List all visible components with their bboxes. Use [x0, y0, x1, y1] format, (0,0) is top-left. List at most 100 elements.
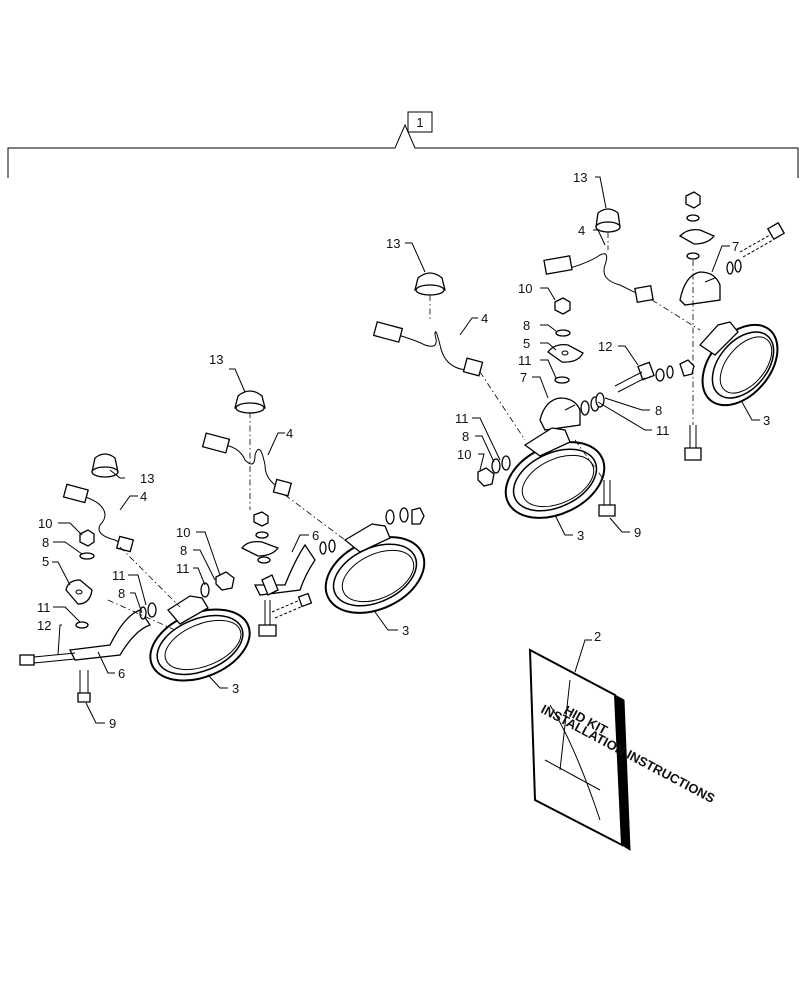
- flat-washer[interactable]: [686, 214, 700, 222]
- bolt[interactable]: [271, 592, 313, 619]
- callout-9[interactable]: 9: [634, 525, 641, 540]
- lock-washer[interactable]: [686, 252, 700, 260]
- hex-nut[interactable]: [477, 467, 495, 487]
- wire-harness[interactable]: [62, 483, 135, 553]
- callout-3[interactable]: 3: [232, 681, 239, 696]
- work-lamp[interactable]: [687, 310, 792, 419]
- callout-11[interactable]: 11: [656, 423, 670, 438]
- flat-washer[interactable]: [385, 509, 395, 525]
- bolt[interactable]: [614, 361, 655, 393]
- callout-8[interactable]: 8: [180, 543, 187, 558]
- callout-11[interactable]: 11: [112, 568, 126, 583]
- callout-10[interactable]: 10: [518, 281, 532, 296]
- callout-4[interactable]: 4: [286, 426, 293, 441]
- callout-4[interactable]: 4: [140, 489, 147, 504]
- callout-13[interactable]: 13: [140, 471, 154, 486]
- flat-washer[interactable]: [655, 368, 665, 382]
- mounting-plate[interactable]: [678, 228, 716, 245]
- callout-13[interactable]: 13: [573, 170, 587, 185]
- lamp-assembly-b: [201, 390, 437, 637]
- kit-callout-1[interactable]: 1: [416, 115, 423, 130]
- callout-7[interactable]: 7: [520, 370, 527, 385]
- flat-washer[interactable]: [491, 458, 501, 474]
- wire-harness[interactable]: [201, 432, 293, 497]
- hex-nut[interactable]: [685, 191, 701, 209]
- mounting-plate[interactable]: [65, 579, 93, 605]
- lock-washer[interactable]: [257, 556, 271, 564]
- callout-4[interactable]: 4: [481, 311, 488, 326]
- callout-10[interactable]: 10: [38, 516, 52, 531]
- hex-nut[interactable]: [253, 511, 269, 527]
- bolt[interactable]: [739, 221, 786, 258]
- callout-5[interactable]: 5: [523, 336, 530, 351]
- callout-3[interactable]: 3: [577, 528, 584, 543]
- callout-11[interactable]: 11: [176, 561, 190, 576]
- callout-7[interactable]: 7: [732, 239, 739, 254]
- weather-cap[interactable]: [595, 208, 621, 233]
- callout-8[interactable]: 8: [655, 403, 662, 418]
- weather-cap[interactable]: [414, 272, 446, 296]
- lock-washer[interactable]: [399, 507, 409, 523]
- mounting-bracket[interactable]: [679, 271, 721, 306]
- work-lamp[interactable]: [140, 595, 260, 694]
- mounting-bracket[interactable]: [253, 543, 316, 596]
- screw[interactable]: [258, 600, 277, 637]
- flat-washer[interactable]: [555, 329, 571, 337]
- callout-4[interactable]: 4: [578, 223, 585, 238]
- hex-nut[interactable]: [79, 529, 95, 547]
- work-lamp[interactable]: [314, 522, 437, 628]
- callout-9[interactable]: 9: [109, 716, 116, 731]
- work-lamp[interactable]: [494, 427, 617, 533]
- lock-washer[interactable]: [139, 606, 147, 620]
- lock-washer[interactable]: [75, 621, 89, 629]
- bolt[interactable]: [19, 652, 76, 666]
- flat-washer[interactable]: [726, 261, 734, 275]
- flat-washer[interactable]: [319, 541, 327, 555]
- screw[interactable]: [77, 670, 91, 703]
- installation-manual[interactable]: HID KIT INSTALLATION INSTRUCTIONS: [528, 648, 718, 851]
- wire-harness[interactable]: [543, 253, 654, 304]
- flat-washer[interactable]: [580, 400, 590, 416]
- lock-washer[interactable]: [554, 376, 570, 384]
- callout-11[interactable]: 11: [518, 353, 532, 368]
- callout-8[interactable]: 8: [118, 586, 125, 601]
- callout-3[interactable]: 3: [763, 413, 770, 428]
- callout-12[interactable]: 12: [37, 618, 51, 633]
- callout-8[interactable]: 8: [523, 318, 530, 333]
- lock-washer[interactable]: [734, 259, 742, 273]
- callout-8[interactable]: 8: [462, 429, 469, 444]
- hex-nut[interactable]: [679, 359, 695, 377]
- callout-6[interactable]: 6: [312, 528, 319, 543]
- mounting-bracket[interactable]: [69, 609, 152, 661]
- lock-washer[interactable]: [328, 539, 336, 553]
- flat-washer[interactable]: [79, 552, 95, 560]
- flat-washer[interactable]: [595, 392, 605, 408]
- weather-cap[interactable]: [91, 453, 119, 478]
- screw[interactable]: [684, 425, 702, 461]
- flat-washer[interactable]: [200, 582, 210, 598]
- callout-3[interactable]: 3: [402, 623, 409, 638]
- callout-11[interactable]: 11: [455, 411, 469, 426]
- callout-11[interactable]: 11: [37, 600, 51, 615]
- callout-10[interactable]: 10: [457, 447, 471, 462]
- callout-5[interactable]: 5: [42, 554, 49, 569]
- callout-2[interactable]: 2: [594, 629, 601, 644]
- hex-nut[interactable]: [411, 507, 425, 525]
- flat-washer[interactable]: [147, 602, 157, 618]
- lock-washer[interactable]: [501, 455, 511, 471]
- callout-13[interactable]: 13: [386, 236, 400, 251]
- callout-12[interactable]: 12: [598, 339, 612, 354]
- lock-washer[interactable]: [666, 365, 674, 379]
- mounting-plate[interactable]: [241, 540, 280, 557]
- wire-harness[interactable]: [372, 321, 484, 377]
- weather-cap[interactable]: [234, 390, 266, 414]
- callout-13[interactable]: 13: [209, 352, 223, 367]
- hex-nut[interactable]: [554, 297, 571, 315]
- callout-6[interactable]: 6: [118, 666, 125, 681]
- mounting-bracket[interactable]: [539, 397, 581, 431]
- callout-8[interactable]: 8: [42, 535, 49, 550]
- callout-10[interactable]: 10: [176, 525, 190, 540]
- flat-washer[interactable]: [255, 531, 269, 539]
- hex-nut[interactable]: [215, 571, 235, 591]
- screw[interactable]: [598, 480, 616, 517]
